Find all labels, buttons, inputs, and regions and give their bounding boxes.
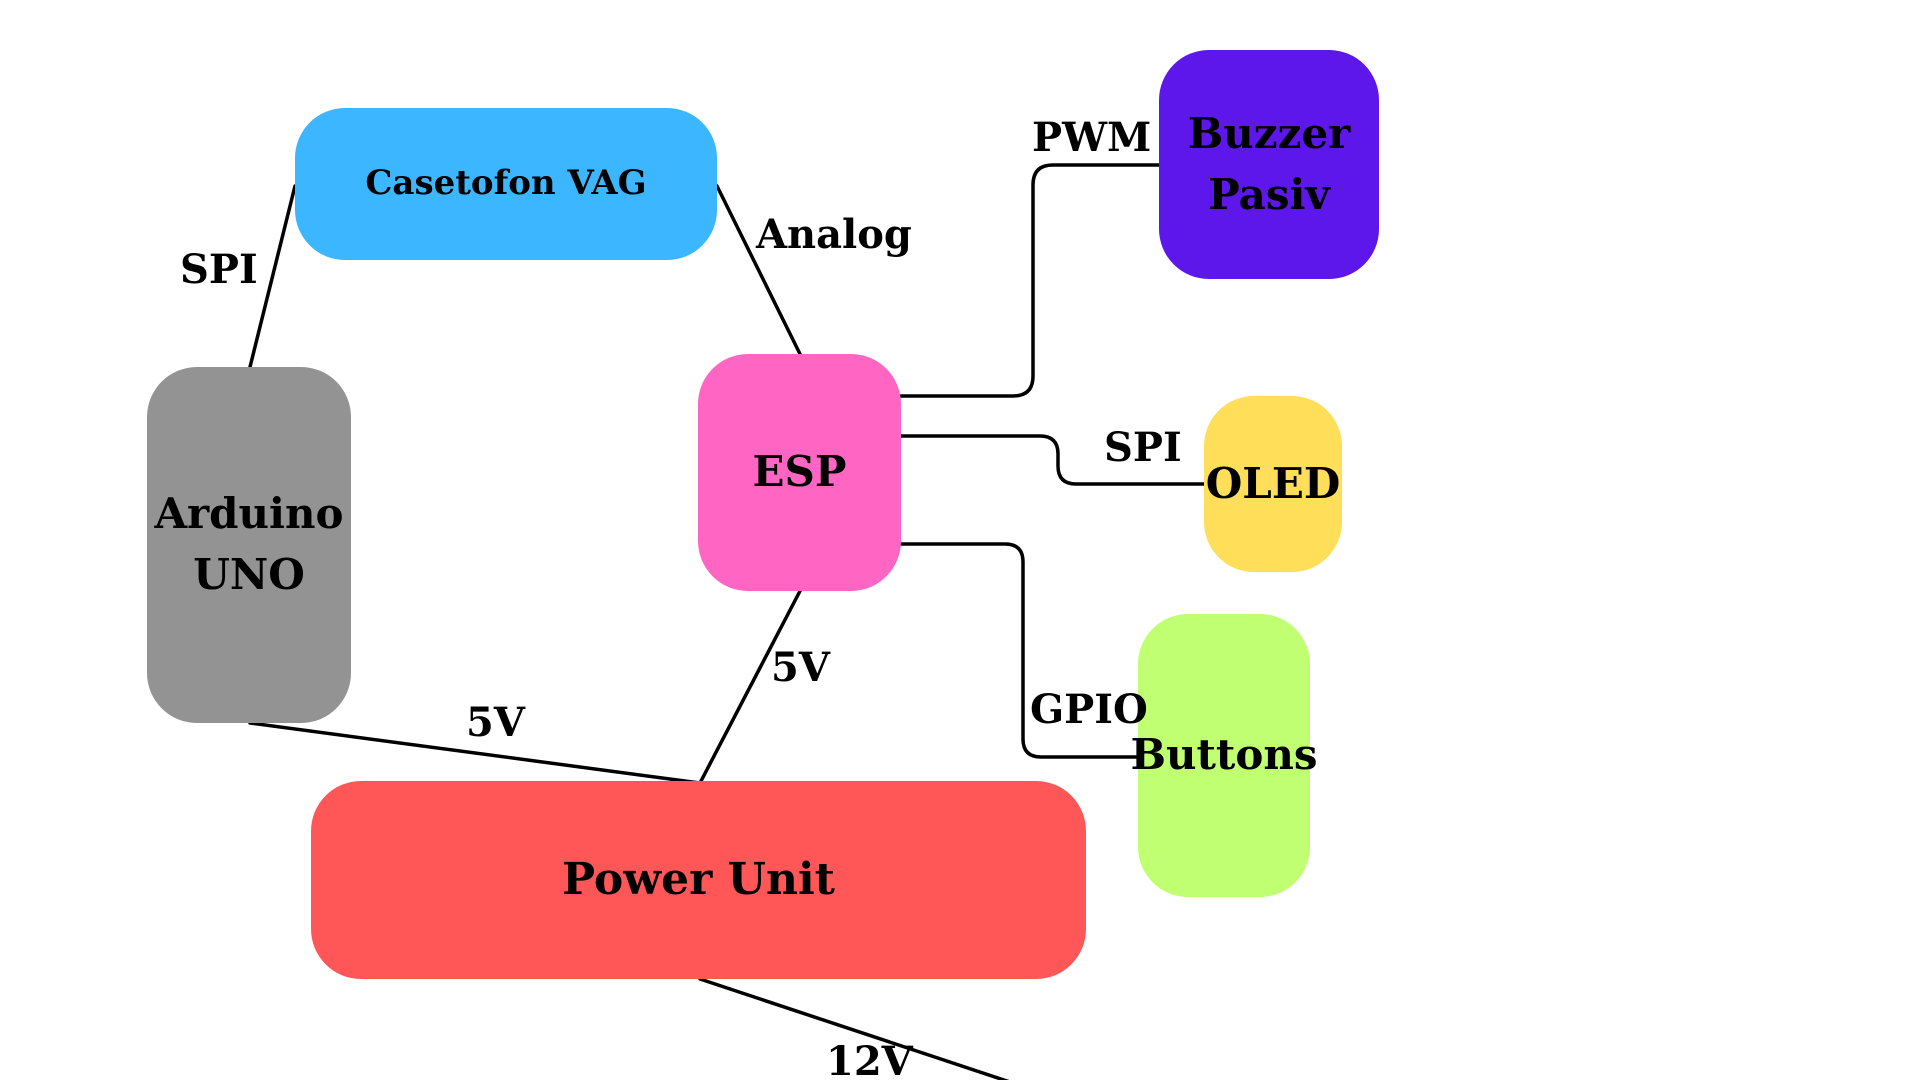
edge-power-external bbox=[698, 977, 1010, 1080]
label-pwm: PWM bbox=[1032, 114, 1152, 161]
edge-arduino-casetofon bbox=[248, 184, 297, 369]
node-label-line: OLED bbox=[1205, 458, 1341, 508]
edge-arduino-power bbox=[248, 721, 702, 785]
label-spi-esp-oled: SPI bbox=[1104, 424, 1182, 471]
edge-esp-oled bbox=[899, 434, 1206, 486]
node-label-line: Power Unit bbox=[561, 854, 836, 906]
node-power-unit: Power Unit bbox=[311, 781, 1086, 979]
node-label-line: ESP bbox=[752, 447, 847, 497]
node-label: ESP bbox=[753, 442, 847, 503]
node-label: Casetofon VAG bbox=[365, 159, 646, 208]
label-5v-esp: 5V bbox=[771, 644, 830, 691]
edge-casetofon-esp bbox=[715, 184, 802, 356]
label-spi-arduino-casetofon: SPI bbox=[180, 246, 258, 293]
node-label-line: Casetofon VAG bbox=[365, 163, 647, 204]
edge-esp-buzzer bbox=[899, 163, 1161, 398]
label-5v-arduino: 5V bbox=[466, 699, 525, 746]
node-label: Buttons bbox=[1130, 725, 1317, 786]
node-label-line: Buzzer bbox=[1187, 108, 1351, 158]
node-label-line: UNO bbox=[193, 550, 305, 599]
node-label-line: Pasiv bbox=[1208, 169, 1330, 219]
node-oled: OLED bbox=[1204, 396, 1342, 572]
node-casetofon-vag: Casetofon VAG bbox=[295, 108, 717, 260]
node-buttons: Buttons bbox=[1130, 614, 1318, 897]
node-label-line: Buttons bbox=[1130, 730, 1318, 780]
node-label: OLED bbox=[1206, 454, 1341, 515]
edge-esp-buttons bbox=[899, 542, 1140, 759]
label-analog: Analog bbox=[756, 211, 912, 258]
label-gpio: GPIO bbox=[1030, 686, 1148, 733]
node-esp: ESP bbox=[698, 354, 901, 591]
edge-esp-power bbox=[698, 589, 802, 785]
node-label: Power Unit bbox=[562, 848, 835, 912]
node-label-line: Arduino bbox=[154, 489, 344, 539]
label-12v: 12V bbox=[826, 1038, 913, 1085]
